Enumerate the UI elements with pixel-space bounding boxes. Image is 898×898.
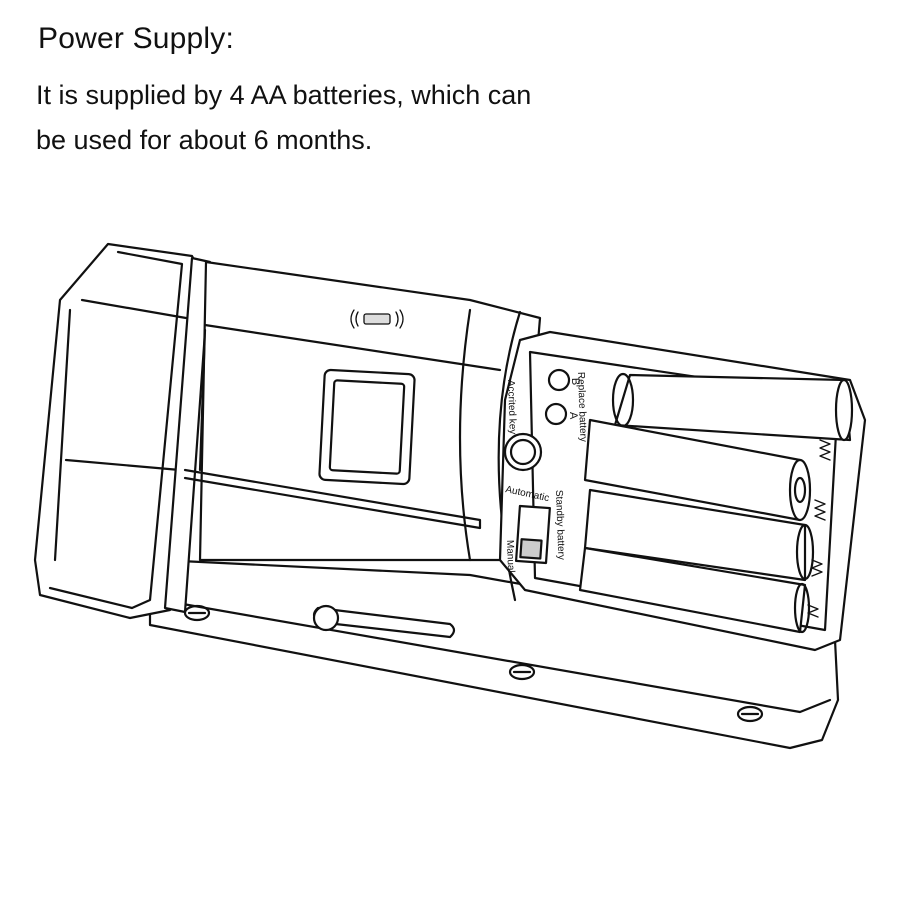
mode-switch-knob bbox=[519, 538, 543, 560]
bolt-knob bbox=[312, 604, 340, 632]
handle-left-edge bbox=[53, 308, 72, 562]
rfid-icon bbox=[350, 309, 404, 329]
display-window-inner bbox=[328, 379, 406, 475]
label-replace-battery: Replace battery bbox=[575, 372, 588, 442]
button-a bbox=[544, 402, 568, 426]
label-standby-battery: Standby battery bbox=[553, 490, 566, 560]
label-button-a: A bbox=[567, 412, 579, 420]
button-b bbox=[547, 368, 571, 392]
housing-curve bbox=[458, 308, 472, 562]
battery-4 bbox=[578, 546, 811, 634]
battery-1 bbox=[611, 372, 854, 442]
description-line-2: be used for about 6 months. bbox=[36, 125, 373, 155]
screw-2 bbox=[508, 663, 536, 681]
reset-knob-inner bbox=[509, 438, 537, 466]
spring-contacts bbox=[807, 439, 831, 618]
base-plate-inner-edge bbox=[158, 598, 832, 714]
housing-lower-ridge bbox=[183, 468, 482, 530]
label-accredited-key: Accrited key bbox=[505, 380, 518, 435]
housing-front-face bbox=[198, 328, 207, 472]
handle-top-band bbox=[80, 298, 188, 320]
battery-3 bbox=[583, 488, 815, 582]
heading-power-supply: Power Supply: bbox=[38, 22, 235, 55]
handle-mid-band bbox=[64, 458, 182, 472]
housing-top-ridge bbox=[203, 323, 502, 372]
screw-3 bbox=[736, 705, 764, 723]
display-window-outer bbox=[318, 368, 416, 486]
screw-1 bbox=[183, 604, 211, 622]
label-manual: Manual bbox=[504, 540, 516, 573]
label-button-b: B bbox=[569, 378, 581, 386]
handle-inner bbox=[48, 250, 184, 610]
battery-2 bbox=[583, 418, 812, 522]
description-line-1: It is supplied by 4 AA batteries, which … bbox=[36, 80, 532, 110]
